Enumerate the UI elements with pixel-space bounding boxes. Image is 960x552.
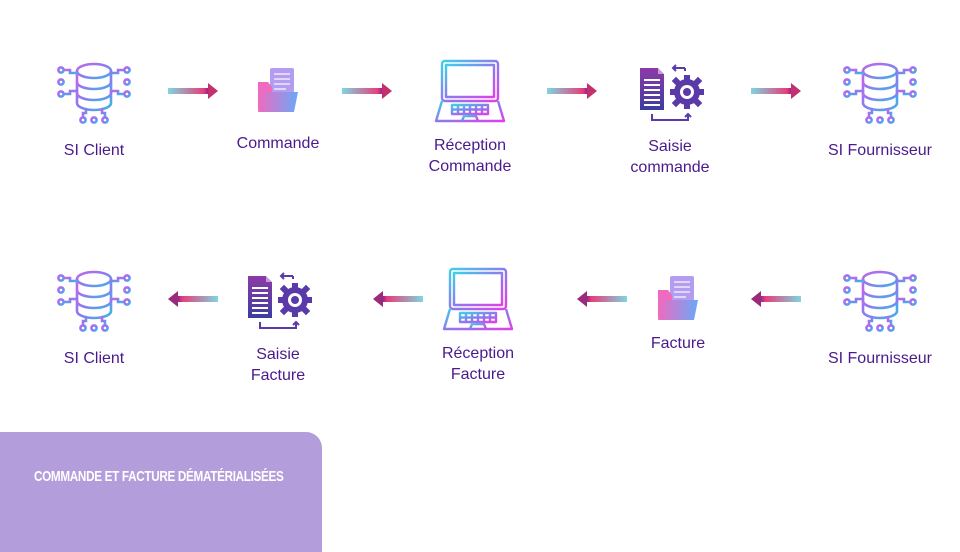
arrow-left-icon	[751, 291, 801, 307]
node-commande: Commande	[208, 62, 348, 154]
folder-document-icon	[248, 62, 308, 118]
node-si-client-row1: SI Client	[24, 58, 164, 161]
node-si-client-row2: SI Client	[24, 266, 164, 369]
node-si-fournisseur-row1: SI Fournisseur	[810, 58, 950, 161]
node-label: Commande	[236, 135, 320, 152]
title-panel: COMMANDE ET FACTURE DÉMATÉRIALISÉES	[0, 432, 322, 552]
arrow-right-icon	[547, 83, 597, 99]
node-label: SI Fournisseur	[827, 350, 933, 367]
node-label: SI Client	[63, 142, 125, 159]
node-label: Saisie Facture	[250, 346, 306, 384]
laptop-icon	[430, 55, 510, 127]
node-label: SI Fournisseur	[827, 142, 933, 159]
arrow-right-icon	[342, 83, 392, 99]
node-label: Saisie commande	[630, 138, 710, 176]
node-label: SI Client	[63, 350, 125, 367]
node-si-fournisseur-row2: SI Fournisseur	[810, 266, 950, 369]
arrow-right-icon	[751, 83, 801, 99]
folder-document-icon	[648, 270, 708, 326]
laptop-icon	[438, 263, 518, 335]
database-network-icon	[840, 58, 920, 126]
node-facture: Facture	[608, 270, 748, 354]
node-reception-commande: Réception Commande	[400, 55, 540, 177]
node-saisie-commande: Saisie commande	[600, 58, 740, 178]
node-reception-facture: Réception Facture	[408, 263, 548, 385]
database-network-icon	[54, 266, 134, 334]
node-label: Réception Commande	[428, 137, 512, 175]
database-network-icon	[54, 58, 134, 126]
document-gear-icon	[630, 58, 710, 128]
node-label: Réception Facture	[441, 345, 515, 383]
database-network-icon	[840, 266, 920, 334]
document-gear-icon	[238, 266, 318, 336]
node-saisie-facture: Saisie Facture	[208, 266, 348, 386]
node-label: Facture	[650, 335, 706, 352]
diagram-title: COMMANDE ET FACTURE DÉMATÉRIALISÉES	[34, 468, 284, 485]
